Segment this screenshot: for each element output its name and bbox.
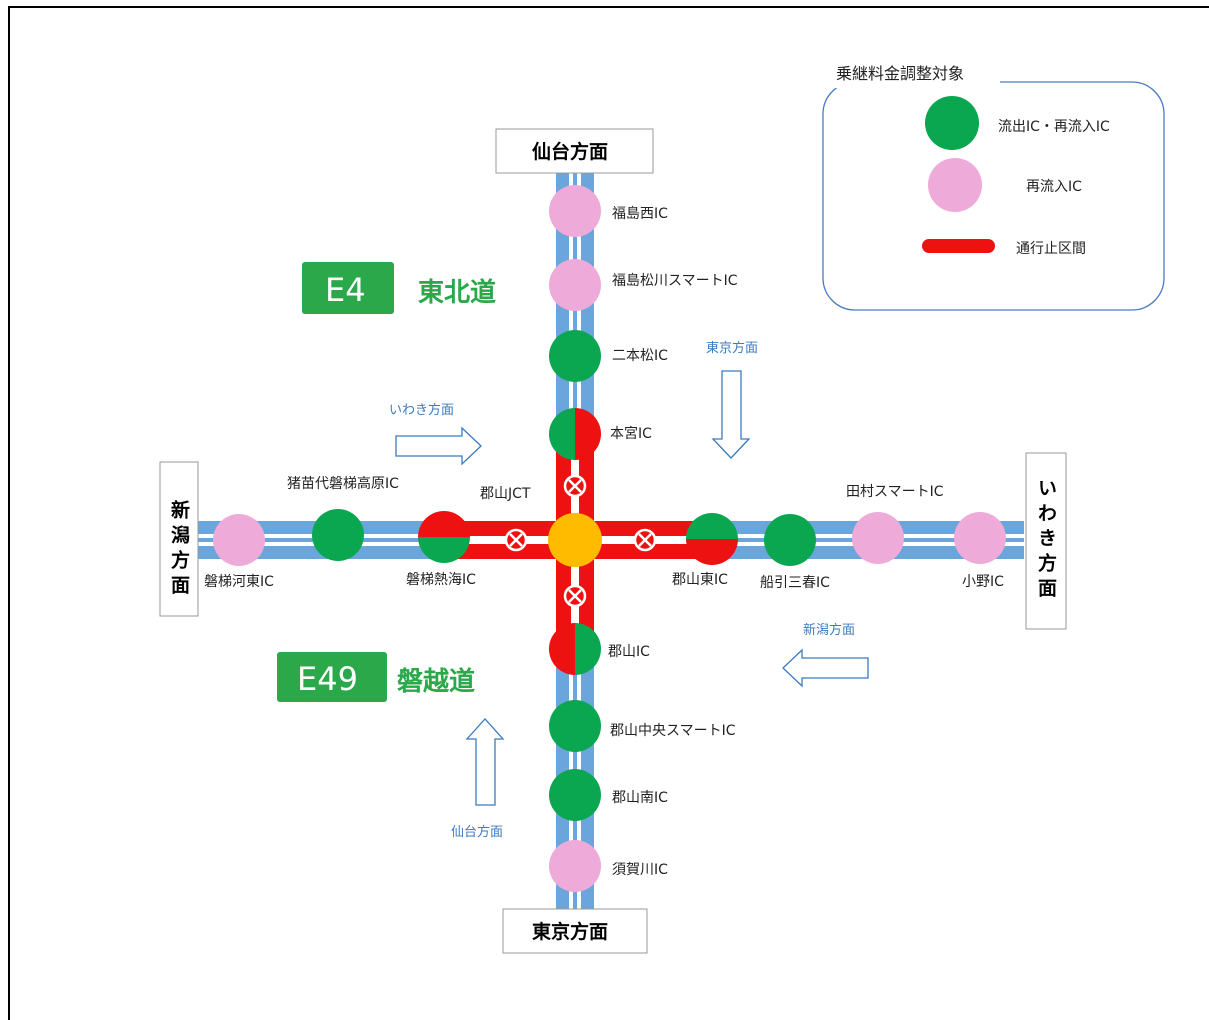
iwaki-direction-label: いわき方面 (389, 402, 454, 418)
legend-green-circle (925, 96, 979, 150)
koriyama-jct-node (548, 513, 602, 567)
koriyama-chuo-label: 郡山中央スマートIC (610, 723, 736, 739)
tamura-label: 田村スマートIC (846, 484, 944, 500)
sukagawa-label: 須賀川IC (612, 862, 668, 878)
nihonmatsu-node (549, 330, 601, 382)
koriyama-node (549, 623, 601, 675)
ono-node (954, 512, 1006, 564)
koriyama-label: 郡山IC (608, 644, 650, 660)
niigata-direction-indicator: 新潟方面 (782, 622, 869, 688)
koriyama-minami-label: 郡山南IC (612, 790, 668, 806)
down-arrow (711, 370, 751, 459)
motomiya-label: 本宮IC (610, 426, 652, 442)
fukushima-nishi-label: 福島西IC (612, 206, 668, 222)
koriyama-jct-label: 郡山JCT (480, 486, 531, 502)
west-direction-box: 新潟方面 (159, 461, 199, 617)
iwaki-direction-indicator: いわき方面 (389, 402, 482, 466)
koriyama-higashi-label: 郡山東IC (672, 572, 728, 588)
legend-title: 乗継料金調整対象 (836, 64, 964, 83)
nihonmatsu-label: 二本松IC (612, 348, 668, 364)
e49-route-number: E49 (297, 660, 358, 698)
bandai-atami-label: 磐梯熱海IC (406, 572, 476, 588)
right-arrow (395, 426, 482, 466)
closure-mark-west (504, 528, 528, 552)
motomiya-node (549, 408, 601, 460)
e4-route-number: E4 (325, 271, 366, 309)
fukushima-matsukawa-label: 福島松川スマートIC (612, 273, 738, 289)
closure-markers (504, 474, 657, 608)
e4-badge: E4 (302, 262, 394, 314)
bandai-atami-node (418, 511, 470, 563)
fukushima-matsukawa-node (549, 259, 601, 311)
south-direction-box: 東京方面 (502, 908, 648, 954)
inawashiro-node (312, 509, 364, 561)
left-arrow (782, 648, 869, 688)
e4-route-name: 東北道 (418, 277, 496, 308)
east-direction-box: いわき方面 (1025, 452, 1067, 630)
bandai-kawahigashi-node (213, 514, 265, 566)
funehiki-label: 船引三春IC (760, 575, 830, 591)
sukagawa-node (549, 840, 601, 892)
fukushima-nishi-node (549, 185, 601, 237)
legend-red-bar (922, 239, 995, 253)
closure-mark-east (633, 528, 657, 552)
north-direction-label: 仙台方面 (532, 140, 608, 163)
legend-item-label-1: 流出IC・再流入IC (998, 119, 1110, 135)
funehiki-node (764, 514, 816, 566)
koriyama-chuo-node (549, 700, 601, 752)
west-direction-label: 新潟方面 (168, 499, 190, 600)
closure-mark-south (563, 584, 587, 608)
bandai-kawahigashi-label: 磐梯河東IC (204, 574, 274, 590)
up-arrow (465, 718, 505, 806)
image-frame (8, 6, 1209, 1020)
sendai-direction-indicator: 仙台方面 (451, 718, 505, 840)
north-direction-box: 仙台方面 (495, 128, 654, 174)
inawashiro-label: 猪苗代磐梯高原IC (287, 475, 399, 492)
legend-item-label-2: 再流入IC (1026, 179, 1082, 195)
niigata-direction-label: 新潟方面 (803, 622, 855, 638)
tamura-node (852, 512, 904, 564)
e49-route-name: 磐越道 (397, 666, 475, 697)
south-direction-label: 東京方面 (532, 920, 608, 943)
e49-badge: E49 (277, 652, 387, 702)
legend-pink-circle (928, 158, 982, 212)
tokyo-direction-label: 東京方面 (706, 340, 758, 356)
east-direction-label: いわき方面 (1035, 478, 1057, 603)
ono-label: 小野IC (962, 574, 1004, 590)
tokyo-direction-indicator: 東京方面 (706, 340, 758, 459)
koriyama-higashi-node (686, 513, 738, 565)
koriyama-minami-node (549, 769, 601, 821)
sendai-direction-label: 仙台方面 (451, 824, 503, 840)
legend: 乗継料金調整対象 流出IC・再流入IC 再流入IC 通行止区間 (822, 60, 1165, 311)
legend-item-label-3: 通行止区間 (1016, 241, 1086, 257)
closure-mark-north (563, 474, 587, 498)
